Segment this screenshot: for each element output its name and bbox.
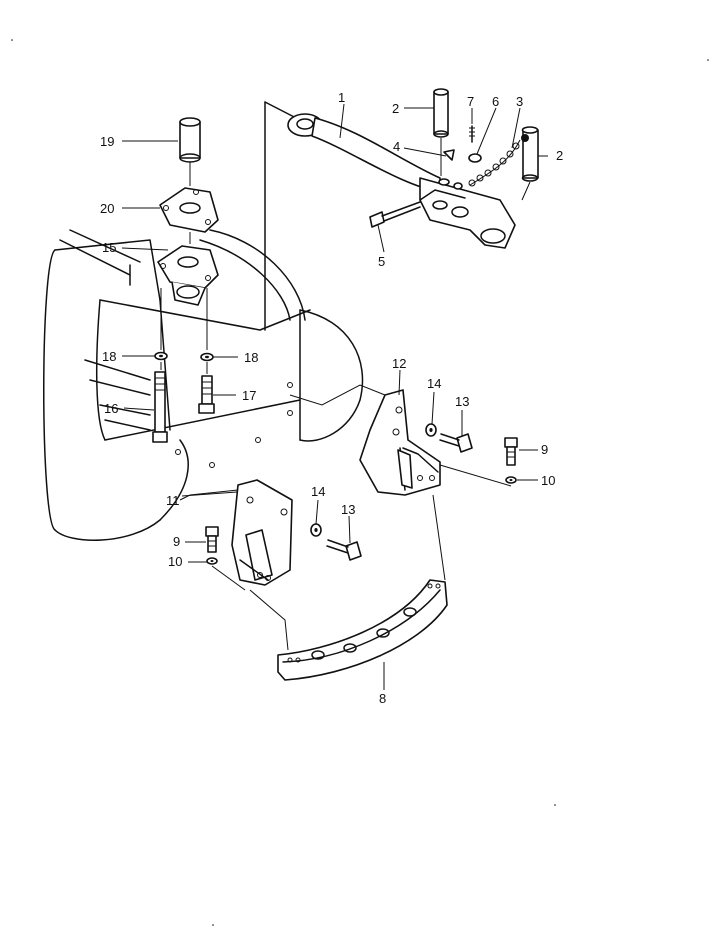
bolt-9-right bbox=[504, 437, 518, 466]
callout-5: 5 bbox=[378, 254, 385, 269]
bracket-20 bbox=[159, 187, 219, 233]
bolt-16 bbox=[152, 371, 168, 443]
callout-4: 4 bbox=[393, 139, 400, 154]
callout-19: 19 bbox=[100, 134, 114, 149]
washer-10-right bbox=[505, 476, 517, 484]
callout-18-right: 18 bbox=[244, 350, 258, 365]
callout-6: 6 bbox=[492, 94, 499, 109]
chain bbox=[468, 134, 529, 187]
bolt-5 bbox=[369, 201, 421, 228]
alignment-lines bbox=[160, 138, 531, 374]
callout-13-left: 13 bbox=[341, 502, 355, 517]
callout-7: 7 bbox=[467, 94, 474, 109]
washer-18-right bbox=[200, 352, 214, 362]
washer-10-left bbox=[206, 557, 218, 565]
leader-lines bbox=[121, 103, 548, 690]
pin-right bbox=[521, 126, 539, 182]
bolt-13-right bbox=[439, 433, 473, 453]
callout-14-left: 14 bbox=[311, 484, 325, 499]
callout-3: 3 bbox=[516, 94, 523, 109]
callout-13-right: 13 bbox=[455, 394, 469, 409]
callout-10-right: 10 bbox=[541, 473, 555, 488]
callout-12: 12 bbox=[392, 356, 406, 371]
curved-bar-8 bbox=[277, 579, 448, 681]
bolt-17 bbox=[198, 375, 215, 414]
callout-20: 20 bbox=[100, 201, 114, 216]
callout-17: 17 bbox=[242, 388, 256, 403]
callout-10-left: 10 bbox=[168, 554, 182, 569]
block-15 bbox=[157, 245, 219, 306]
callout-15: 15 bbox=[102, 240, 116, 255]
callout-8: 8 bbox=[379, 691, 386, 706]
bracket-12 bbox=[359, 389, 441, 496]
washer-18-left bbox=[154, 351, 168, 361]
drawbar-arm bbox=[287, 113, 516, 249]
callout-1: 1 bbox=[338, 90, 345, 105]
washer-14-right bbox=[425, 423, 437, 437]
callout-11: 11 bbox=[166, 493, 180, 508]
bolt-9-left bbox=[205, 526, 219, 553]
bracket-11 bbox=[231, 479, 293, 586]
callout-16: 16 bbox=[104, 401, 118, 416]
scan-marks bbox=[11, 39, 709, 926]
small-hardware bbox=[438, 125, 482, 190]
callout-18-left: 18 bbox=[102, 349, 116, 364]
callout-9-left: 9 bbox=[173, 534, 180, 549]
callout-labels: 1 2 2 3 4 5 6 7 8 9 9 10 10 11 12 13 13 … bbox=[100, 90, 563, 706]
pin-19 bbox=[179, 117, 201, 163]
pin-top bbox=[433, 88, 449, 138]
callout-9-right: 9 bbox=[541, 442, 548, 457]
machine-frame bbox=[43, 101, 364, 541]
callout-2-top: 2 bbox=[392, 101, 399, 116]
bolt-13-left bbox=[326, 539, 362, 561]
washer-14-left bbox=[310, 523, 322, 537]
callout-14-right: 14 bbox=[427, 376, 441, 391]
callout-2-right: 2 bbox=[556, 148, 563, 163]
